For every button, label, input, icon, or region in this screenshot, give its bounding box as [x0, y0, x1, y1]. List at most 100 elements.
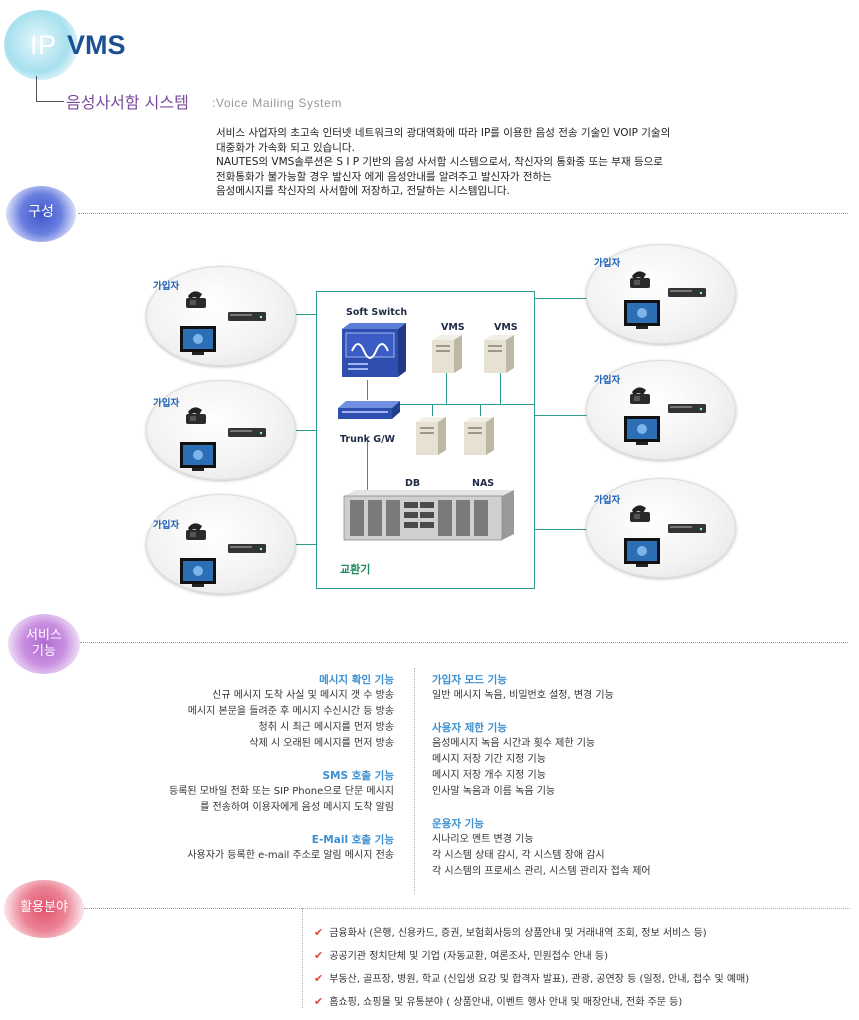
service-column-divider: [414, 668, 415, 894]
intro-line: 대중화가 가속화 되고 있습니다.: [216, 141, 355, 154]
connector-right-1: [535, 298, 588, 299]
intro-line: 서비스 사업자의 초고속 인터넷 네트워크의 광대역화에 따라 IP를 이용한 …: [216, 127, 671, 139]
title-vms: VMS: [67, 30, 126, 60]
network-line: [500, 372, 501, 405]
check-icon: ✔: [314, 949, 324, 962]
service-line: 메시지 본문을 들려준 후 메시지 수신시간 등 방송: [187, 706, 394, 717]
subscriber-node: [586, 360, 736, 460]
storage-rack-icon: [343, 490, 514, 541]
network-line: [367, 380, 368, 400]
title-rule: [36, 76, 64, 102]
network-line: [446, 372, 447, 405]
title-blob-decoration: [4, 10, 78, 80]
connector-right-3: [535, 529, 588, 530]
subscriber-devices-icon: [624, 387, 706, 445]
vms-label: VMS: [441, 322, 465, 333]
service-line: 음성메시지 녹음 시간과 횟수 제한 기능: [432, 738, 596, 749]
intro-line: 음성메시지를 착신자의 사서함에 저장하고, 전달하는 시스템입니다.: [216, 185, 510, 197]
service-line: 신규 메시지 도착 사실 및 메시지 갯 수 방송: [212, 690, 394, 701]
phone-icon: [630, 271, 650, 288]
service-line: 메시지 저장 개수 지정 기능: [432, 770, 546, 781]
composition-badge-label: 구성: [28, 204, 54, 220]
service-line: 등록된 모바일 전화 또는 SIP Phone으로 단문 메시지: [169, 786, 394, 797]
network-bus: [400, 404, 535, 405]
service-line: 사용자가 등록한 e-mail 주소로 알림 메시지 전송: [187, 850, 394, 861]
service-line: 청취 시 최근 메시지를 먼저 방송: [258, 722, 395, 733]
modem-icon: [228, 544, 266, 553]
subscriber-label: 가입자: [594, 375, 621, 386]
service-line: 각 시스템 상태 감시, 각 시스템 장애 감시: [432, 850, 605, 861]
monitor-icon: [624, 300, 660, 329]
service-line: 인사말 녹음과 이름 녹음 기능: [432, 786, 556, 797]
exchange-label: 교환기: [340, 563, 371, 576]
service-title: SMS 호출 기능: [322, 770, 394, 782]
subscriber-label: 가입자: [594, 495, 621, 506]
subscriber-label: 가입자: [594, 258, 621, 269]
db-server-icon: [416, 417, 446, 455]
modem-icon: [668, 288, 706, 297]
intro-line: 전화통화가 불가능할 경우 발신자 에게 음성안내를 알려주고 발신자가 전하는: [216, 170, 552, 183]
monitor-icon: [624, 416, 660, 445]
service-title: 사용자 제한 기능: [432, 722, 507, 734]
vms-server-icon: [432, 335, 462, 373]
service-title: 가입자 모드 기능: [432, 674, 507, 686]
usage-item: ✔ 부동산, 골프장, 병원, 학교 (신입생 요강 및 합격자 발표), 관광,…: [314, 968, 749, 991]
db-label: DB: [405, 478, 421, 489]
soft-switch-label: Soft Switch: [346, 307, 408, 318]
network-line: [432, 404, 433, 416]
usage-divider: [84, 908, 302, 909]
network-line: [480, 404, 481, 416]
phone-icon: [630, 505, 650, 522]
monitor-icon: [180, 442, 216, 471]
subtitle-korean: 음성사서함 시스템: [66, 93, 189, 112]
subscriber-label: 가입자: [153, 520, 180, 531]
subscriber-label: 가입자: [153, 281, 180, 292]
service-title: 메시지 확인 기능: [319, 674, 394, 686]
subscriber-label: 가입자: [153, 398, 180, 409]
subscriber-node: [146, 494, 296, 594]
modem-icon: [668, 524, 706, 533]
usage-list: ✔금융화사 (은행, 신용카드, 증권, 보험회사등의 상품안내 및 거래내역 …: [314, 922, 749, 1014]
usage-badge-label: 활용분야: [20, 900, 68, 915]
vms-server-icon: [484, 335, 514, 373]
usage-item: ✔금융화사 (은행, 신용카드, 증권, 보험회사등의 상품안내 및 거래내역 …: [314, 922, 749, 945]
usage-badge: [4, 880, 84, 938]
subscriber-devices-icon: [180, 407, 266, 471]
subscriber-devices-icon: [180, 291, 266, 355]
service-right-column: 가입자 모드 기능 일반 메시지 녹음, 비밀번호 설정, 변경 기능 사용자 …: [432, 670, 792, 880]
service-title: 운용자 기능: [432, 818, 484, 830]
service-line: 시나리오 멘트 변경 기능: [432, 834, 534, 845]
usage-item: ✔ 공공기관 정치단체 및 기업 (자동교환, 여론조사, 민원접수 안내 등): [314, 945, 749, 968]
check-icon: ✔: [314, 972, 324, 985]
modem-icon: [668, 404, 706, 413]
network-line: [367, 440, 368, 492]
service-line: 메시지 저장 기간 지정 기능: [432, 754, 546, 765]
phone-icon: [630, 387, 650, 404]
usage-item-text: 홈쇼핑, 쇼핑몰 및 유통분야 ( 상품안내, 이벤트 행사 안내 및 매장안내…: [329, 997, 683, 1008]
subscriber-devices-icon: [180, 523, 266, 587]
service-line: 일반 메시지 녹음, 비밀번호 설정, 변경 기능: [432, 690, 614, 701]
vms-label: VMS: [494, 322, 518, 333]
check-icon: ✔: [314, 926, 324, 939]
subscriber-node: [586, 244, 736, 344]
service-badge-label-line1: 서비스: [26, 628, 62, 643]
monitor-icon: [624, 538, 660, 567]
phone-icon: [186, 523, 206, 540]
phone-icon: [186, 407, 206, 424]
service-title: E-Mail 호출 기능: [311, 834, 394, 846]
service-left-column: 메시지 확인 기능 신규 메시지 도착 사실 및 메시지 갯 수 방송 메시지 …: [140, 670, 394, 864]
subscriber-node: [586, 478, 736, 578]
service-line: 삭제 시 오래된 메시지를 먼저 방송: [249, 738, 394, 749]
subscriber-devices-icon: [624, 505, 706, 567]
service-line: 각 시스템의 프로세스 관리, 시스템 관리자 접속 제어: [432, 866, 651, 877]
nas-label: NAS: [472, 478, 495, 489]
check-icon: ✔: [314, 995, 324, 1008]
service-badge: [8, 614, 80, 674]
usage-box: [302, 908, 850, 1008]
intro-line: NAUTES의 VMS솔루션은 S I P 기반의 음성 사서함 시스템으로서,…: [216, 156, 663, 168]
service-badge-label-line2: 기능: [32, 644, 56, 659]
usage-item-text: 공공기관 정치단체 및 기업 (자동교환, 여론조사, 민원접수 안내 등): [329, 951, 609, 962]
usage-item-text: 부동산, 골프장, 병원, 학교 (신입생 요강 및 합격자 발표), 관광, …: [329, 974, 750, 985]
phone-icon: [186, 291, 206, 308]
modem-icon: [228, 428, 266, 437]
